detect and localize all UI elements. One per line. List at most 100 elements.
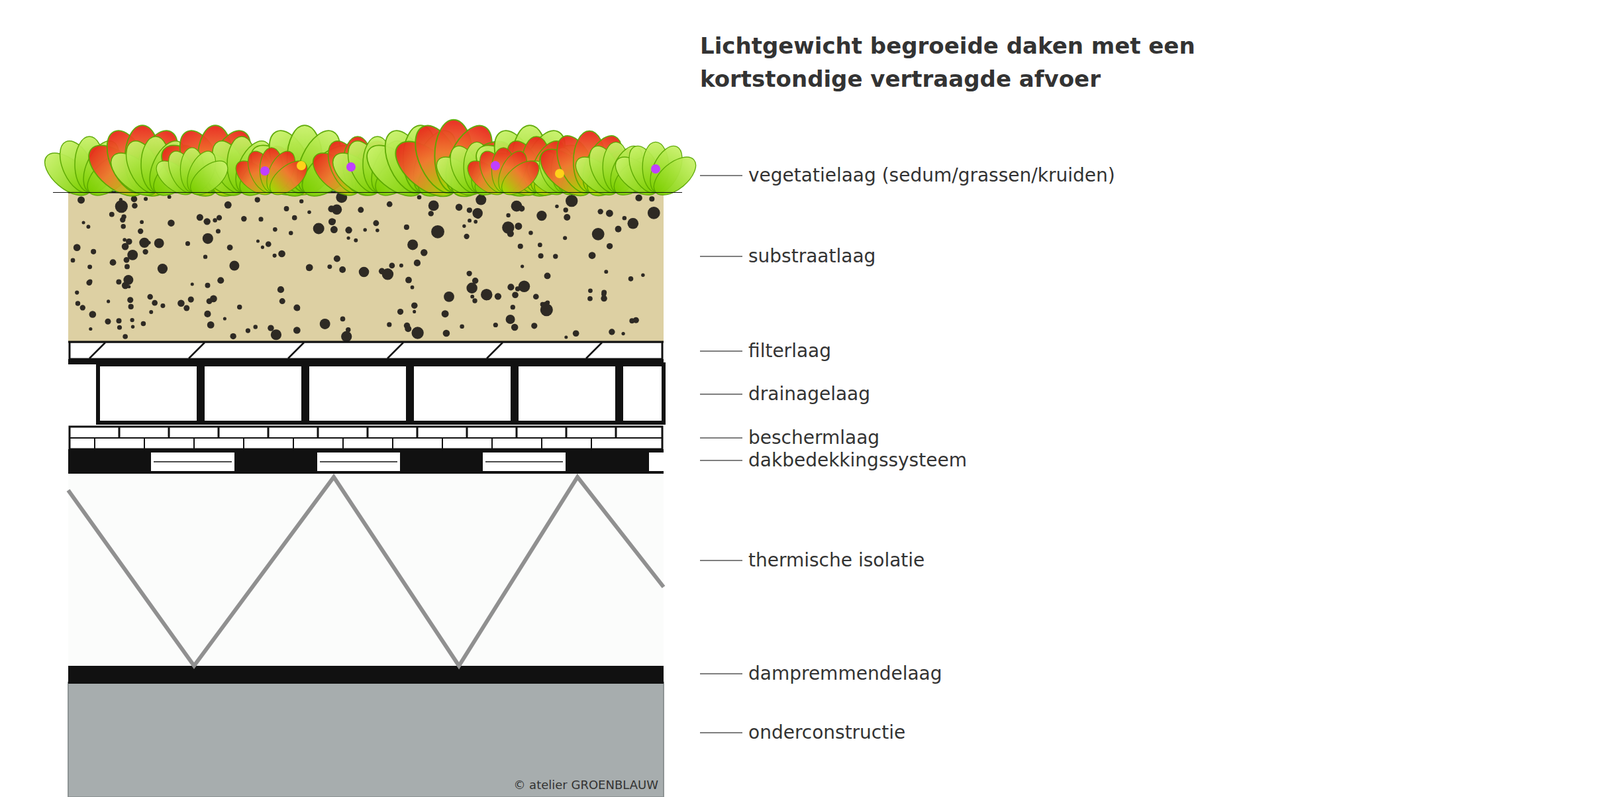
grain [347, 236, 351, 240]
grain [117, 325, 122, 330]
grain [405, 276, 412, 284]
watermark: © atelier GROENBLAUW [513, 777, 659, 793]
grain [410, 285, 415, 290]
grain [207, 321, 215, 329]
grain [137, 228, 144, 234]
grain [129, 317, 134, 322]
sedum-plant [461, 147, 546, 202]
drainage-layer [68, 364, 664, 424]
grain [86, 279, 93, 286]
grain [256, 239, 260, 244]
leaf [496, 154, 546, 201]
substrate-layer [68, 192, 664, 342]
grain [537, 242, 543, 248]
leader-line [700, 672, 743, 675]
grain [254, 197, 261, 203]
grain [123, 256, 130, 263]
leader-line [700, 731, 743, 734]
covering-block [482, 452, 566, 471]
brick-joint [267, 426, 270, 438]
grain [229, 333, 236, 340]
grain [463, 233, 469, 240]
grain [196, 213, 204, 221]
leader-line [700, 459, 743, 461]
grain [241, 215, 247, 222]
grain [86, 224, 91, 229]
grain [413, 259, 421, 267]
grain [313, 222, 325, 234]
vapour-barrier [68, 665, 664, 684]
grain [109, 211, 115, 218]
grain [403, 224, 410, 230]
grain [528, 230, 534, 236]
grain [319, 318, 331, 330]
grain [185, 241, 191, 246]
grain [157, 263, 168, 274]
title-text: Lichtgewicht begroeide daken met een kor… [700, 32, 1196, 93]
grain [494, 292, 502, 300]
drainage-cell [98, 364, 199, 423]
grain [341, 331, 352, 342]
grain [473, 219, 478, 224]
grain [563, 207, 569, 212]
grain [467, 218, 472, 223]
grain [647, 206, 661, 220]
leaf [264, 154, 314, 201]
grain [404, 325, 412, 332]
grain [629, 317, 635, 324]
grain [151, 300, 158, 306]
grain [116, 317, 122, 324]
filter-pattern [89, 342, 602, 359]
grain [203, 254, 208, 259]
grain [362, 227, 367, 232]
grain [443, 329, 451, 338]
brick-joint [366, 426, 369, 438]
brick-joint [565, 426, 568, 438]
grain [305, 263, 314, 271]
grain [121, 282, 130, 290]
grain [217, 276, 224, 284]
drainage-cell [202, 364, 304, 423]
grain [466, 270, 472, 277]
grain [428, 210, 434, 216]
grain [420, 249, 428, 256]
brick-joint [491, 437, 493, 450]
grain [245, 327, 251, 333]
grain [267, 324, 274, 331]
insulation [68, 473, 664, 666]
grain [270, 329, 282, 340]
grain [588, 251, 597, 259]
brick-joint [118, 426, 121, 438]
filter-mark [188, 342, 205, 359]
protection-layer [69, 426, 663, 450]
grain [139, 219, 144, 224]
grain [627, 217, 639, 230]
grain [518, 280, 530, 293]
grain [598, 208, 604, 214]
brick-joint [94, 437, 96, 450]
grain [277, 286, 285, 293]
grain [115, 200, 128, 213]
grain [552, 253, 558, 259]
grain [510, 304, 516, 310]
grain [204, 282, 210, 289]
grain [386, 321, 392, 327]
grain [475, 194, 487, 206]
grain [407, 239, 418, 250]
grain [131, 325, 135, 329]
grain [505, 314, 516, 324]
leaf [184, 154, 234, 201]
vegetation [37, 118, 703, 207]
grain [472, 298, 477, 303]
covering-block [150, 452, 235, 471]
grain [82, 220, 86, 224]
grain [462, 224, 466, 228]
drainage-cell [307, 364, 408, 423]
grain [327, 264, 332, 269]
covering-line [485, 460, 563, 463]
grain [229, 260, 240, 271]
brick-joint [143, 437, 146, 450]
grain [307, 209, 312, 214]
brick-joint [441, 437, 444, 450]
grain [237, 304, 242, 310]
